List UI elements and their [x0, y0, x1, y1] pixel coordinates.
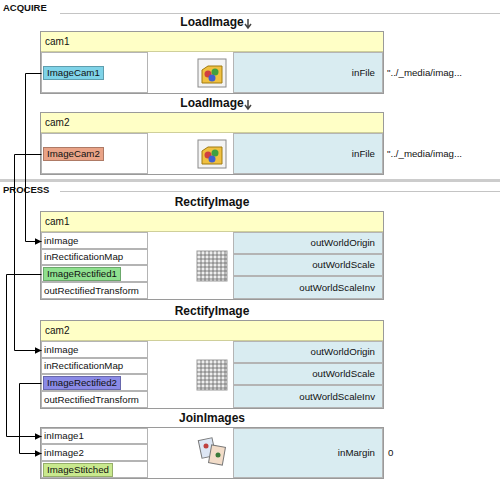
section-divider — [0, 179, 500, 182]
property-name: outWorldOrigin — [310, 346, 376, 358]
property-cell: outWorldScaleInv — [233, 385, 383, 408]
instance-header: cam1 — [41, 32, 383, 52]
output-port-name: ImageRectified1 — [43, 267, 121, 281]
property-cell: outWorldScaleInv — [233, 276, 383, 299]
port-cell: inImage — [41, 341, 148, 358]
section-label: ACQUIRE — [3, 1, 47, 14]
input-port-name: inImage1 — [43, 430, 85, 442]
property-value: "../_media/imag... — [387, 66, 462, 79]
output-port-name: ImageStitched — [43, 463, 113, 477]
data-wire — [20, 384, 42, 454]
port-cell: ImageCam1 — [41, 52, 148, 93]
input-port-name: inImage — [43, 235, 79, 247]
filter-block: JoinImagesinImage1inImage2ImageStitchedi… — [41, 428, 383, 478]
port-cell: ImageRectified2 — [41, 374, 148, 391]
section-line — [60, 191, 500, 192]
property-cell: inFile — [233, 133, 383, 174]
filter-block: LoadImagecam1ImageCam1inFile — [41, 32, 383, 93]
output-port-name: ImageCam2 — [43, 147, 104, 161]
instance-header: cam2 — [41, 321, 383, 341]
block-title: JoinImages — [41, 411, 383, 426]
port-cell: inImage2 — [41, 444, 148, 461]
port-cell: outRectifiedTransform — [41, 282, 148, 299]
port-cell: inRectificationMap — [41, 249, 148, 265]
property-name: inFile — [351, 67, 376, 79]
port-cell: inRectificationMap — [41, 358, 148, 374]
input-port-name: inImage — [43, 344, 79, 356]
property-value: 0 — [388, 446, 393, 459]
filter-block: RectifyImagecam1inImageinRectificationMa… — [41, 212, 383, 299]
port-cell: inImage1 — [41, 428, 148, 444]
instance-header: cam1 — [41, 212, 383, 232]
property-cell: outWorldOrigin — [233, 341, 383, 363]
block-title: LoadImage — [41, 96, 383, 111]
property-name: outWorldOrigin — [310, 237, 376, 249]
port-cell: ImageRectified1 — [41, 265, 148, 282]
port-cell: ImageCam2 — [41, 133, 148, 174]
property-cell: outWorldScale — [233, 254, 383, 276]
port-cell: ImageStitched — [41, 461, 148, 478]
wire-layer — [7, 74, 42, 454]
property-cell: inMargin — [233, 428, 383, 478]
data-wire — [15, 155, 42, 351]
data-wire — [26, 74, 42, 242]
block-title: RectifyImage — [41, 195, 383, 210]
block-title: RectifyImage — [41, 304, 383, 319]
port-cell: inImage — [41, 232, 148, 249]
filter-block: RectifyImagecam2inImageinRectificationMa… — [41, 321, 383, 408]
section-dividers — [0, 14, 500, 192]
section-line — [60, 13, 500, 14]
filter-block: LoadImagecam2ImageCam2inFile — [41, 113, 383, 174]
property-name: inMargin — [337, 447, 376, 459]
property-name: outWorldScaleInv — [298, 282, 376, 294]
instance-header: cam2 — [41, 113, 383, 133]
property-cell: outWorldOrigin — [233, 232, 383, 254]
input-port-name: inRectificationMap — [43, 360, 124, 372]
property-name: outWorldScaleInv — [298, 391, 376, 403]
block-title: LoadImage — [41, 15, 383, 30]
input-port-name: inRectificationMap — [43, 251, 124, 263]
property-cell: outWorldScale — [233, 363, 383, 385]
section-label: PROCESS — [3, 183, 49, 196]
property-name: outWorldScale — [311, 259, 376, 271]
input-port-name: outRectifiedTransform — [43, 394, 140, 406]
input-port-name: inImage2 — [43, 447, 85, 459]
property-value: "../_media/imag... — [387, 147, 462, 160]
port-cell: outRectifiedTransform — [41, 391, 148, 408]
data-wire — [7, 275, 42, 437]
input-port-name: outRectifiedTransform — [43, 285, 140, 297]
output-port-name: ImageRectified2 — [43, 376, 121, 390]
property-cell: inFile — [233, 52, 383, 93]
property-name: outWorldScale — [311, 368, 376, 380]
output-port-name: ImageCam1 — [43, 66, 104, 80]
property-name: inFile — [351, 148, 376, 160]
